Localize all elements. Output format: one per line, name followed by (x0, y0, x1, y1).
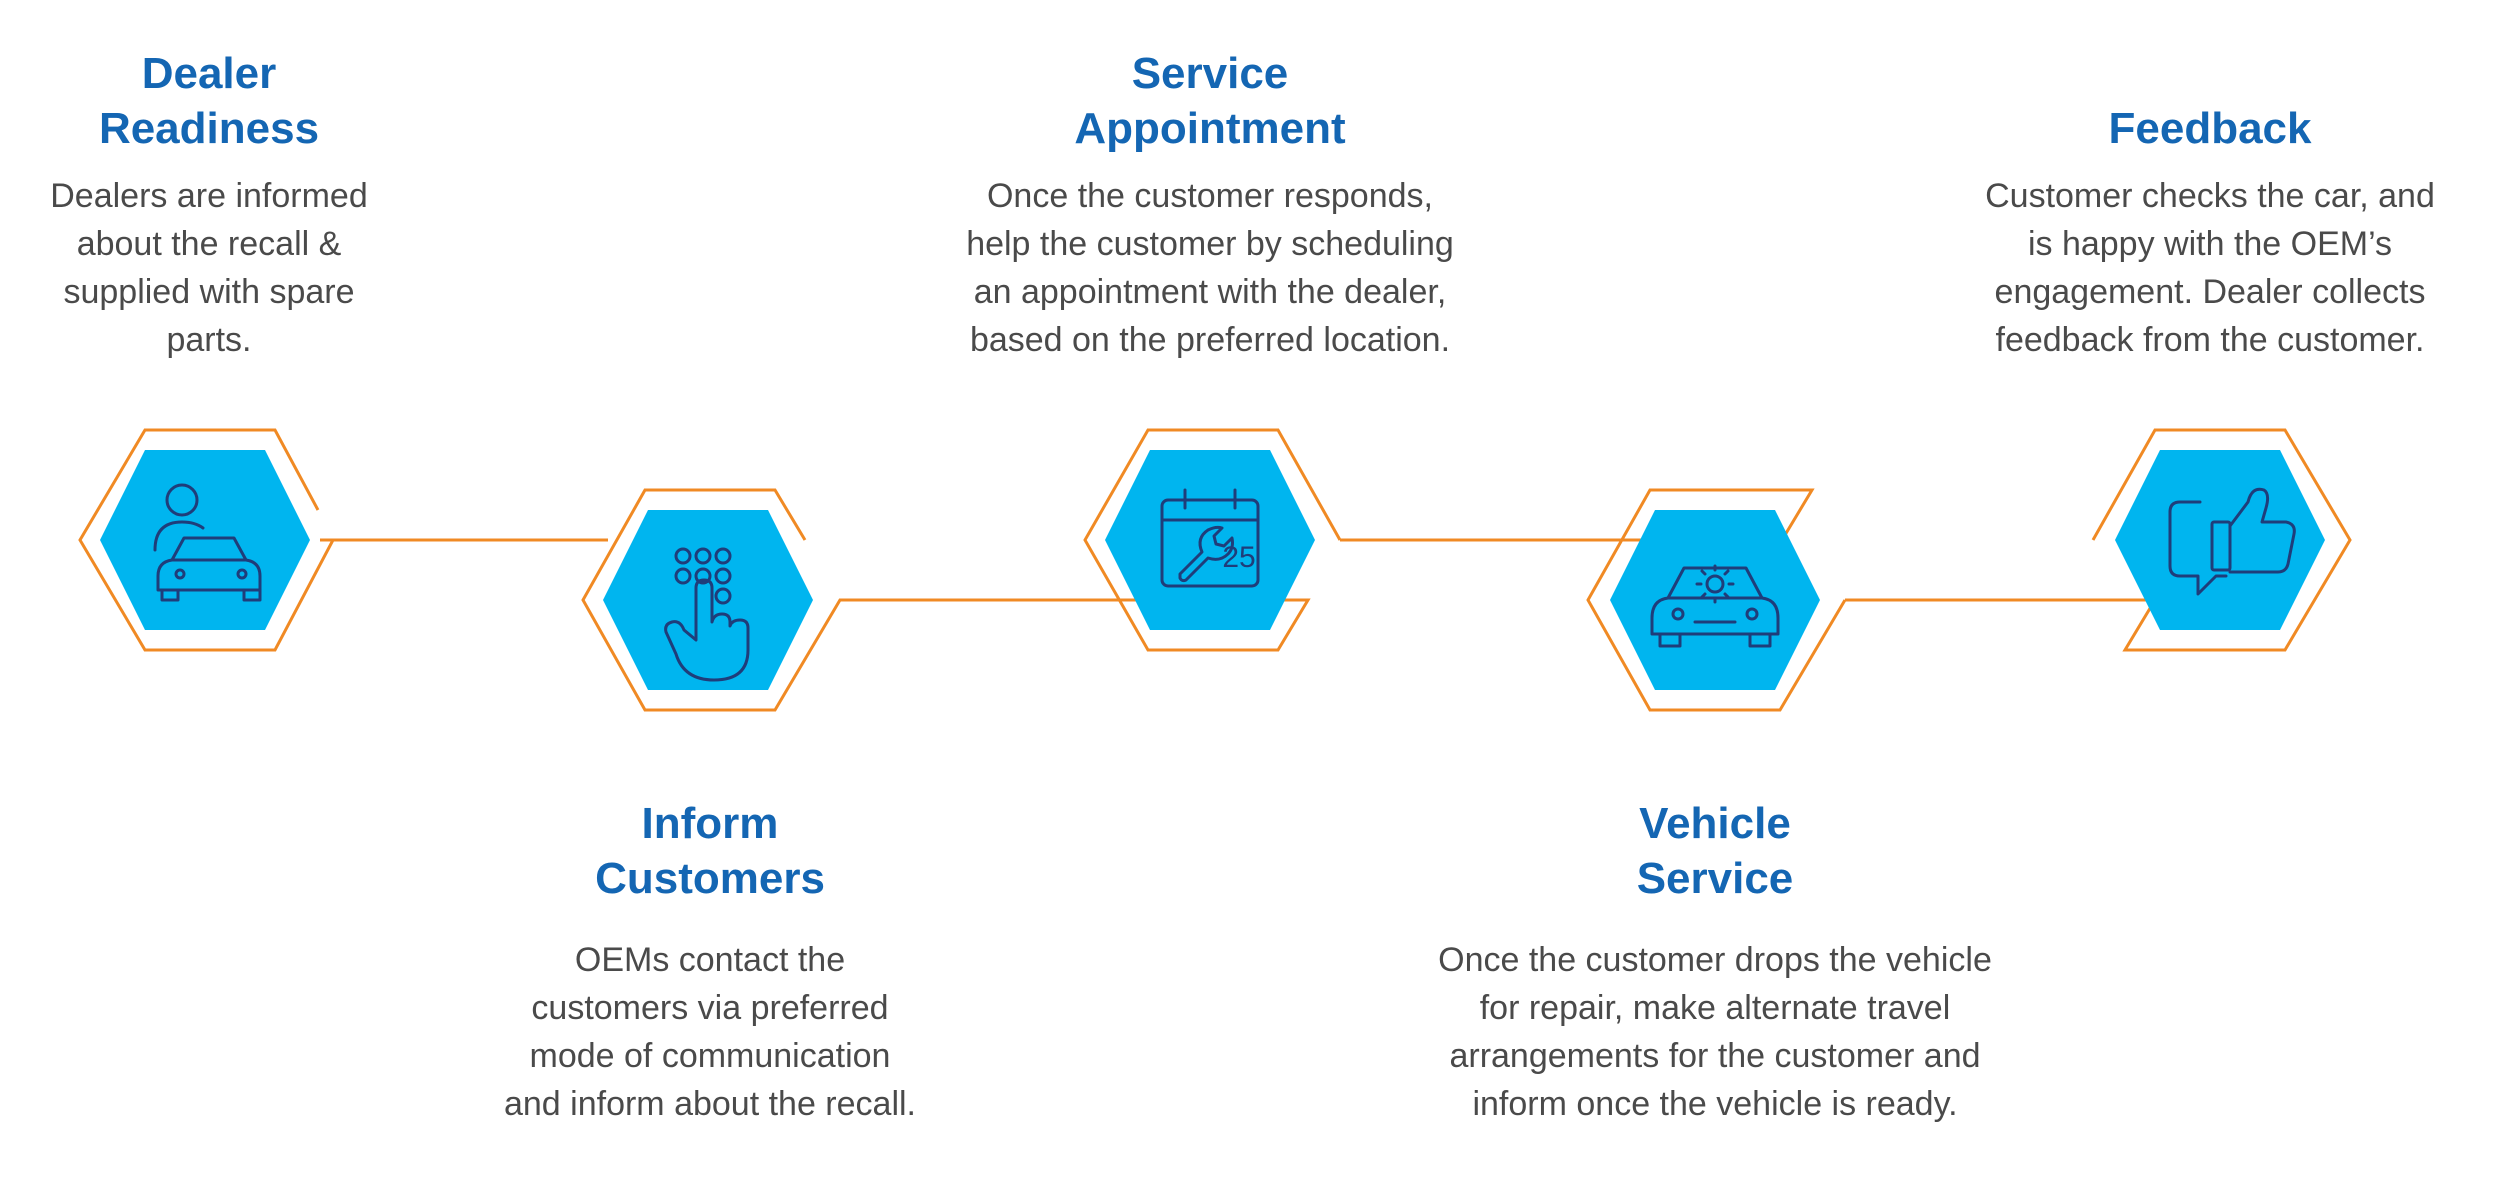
step-description: OEMs contact the customers via preferred… (420, 936, 1000, 1128)
calendar-wrench-icon (1160, 488, 1260, 588)
description-line: an appointment with the dealer, (973, 273, 1447, 311)
description-line: for repair, make alternate travel (1479, 989, 1951, 1027)
title-line: Service (1131, 49, 1289, 98)
step-feedback: Feedback Customer checks the car, and is… (1920, 101, 2500, 364)
car-service-icon (1650, 564, 1780, 648)
step-hexagon-vehicle-service (1586, 488, 1847, 712)
step-vehicle-service: Vehicle Service Once the customer drops … (1395, 796, 2035, 1128)
description-line: is happy with the OEM’s (2027, 225, 2393, 263)
title-line: Feedback (2108, 104, 2312, 153)
description-line: mode of communication (529, 1037, 891, 1075)
dealer-car-icon (153, 483, 262, 602)
title-line: Vehicle (1639, 799, 1791, 848)
step-hexagon-feedback (1845, 428, 2352, 652)
step-description: Dealers are informed about the recall & … (0, 172, 418, 364)
calendar-day-label: 25 (1222, 541, 1255, 574)
description-line: Once the customer drops the vehicle (1438, 941, 1992, 979)
description-line: Customer checks the car, and (1985, 177, 2435, 215)
description-line: arrangements for the customer and (1449, 1037, 1981, 1075)
keypad-hand-icon (664, 547, 750, 682)
description-line: OEMs contact the (574, 941, 846, 979)
description-line: engagement. Dealer collects (1994, 273, 2426, 311)
step-title: Feedback (1920, 101, 2500, 156)
description-line: Once the customer responds, (986, 177, 1433, 215)
step-title: Dealer Readiness (0, 46, 418, 156)
title-line: Appointment (1074, 104, 1346, 153)
description-line: parts. (166, 321, 252, 359)
step-description: Customer checks the car, and is happy wi… (1920, 172, 2500, 364)
step-hexagon-service-appointment: 25 (1083, 428, 1342, 652)
description-line: Dealers are informed (50, 177, 368, 215)
title-line: Customers (595, 854, 825, 903)
step-title: Inform Customers (420, 796, 1000, 906)
description-line: help the customer by scheduling (966, 225, 1454, 263)
step-description: Once the customer responds, help the cus… (910, 172, 1510, 364)
description-line: inform once the vehicle is ready. (1472, 1085, 1958, 1123)
step-title: Service Appointment (910, 46, 1510, 156)
description-line: and inform about the recall. (503, 1085, 917, 1123)
description-line: about the recall & (76, 225, 342, 263)
description-line: supplied with spare (63, 273, 355, 311)
step-hexagon-dealer-readiness (78, 428, 570, 652)
description-line: customers via preferred (531, 989, 889, 1027)
title-line: Readiness (98, 104, 320, 153)
step-service-appointment: Service Appointment Once the customer re… (910, 46, 1510, 364)
description-line: based on the preferred location. (969, 321, 1451, 359)
step-inform-customers: Inform Customers OEMs contact the custom… (420, 796, 1000, 1128)
step-hexagon-inform-customers (581, 488, 850, 712)
step-description: Once the customer drops the vehicle for … (1395, 936, 2035, 1128)
title-line: Dealer (141, 49, 277, 98)
title-line: Service (1636, 854, 1794, 903)
step-title: Vehicle Service (1395, 796, 2035, 906)
title-line: Inform (641, 799, 779, 848)
thumbs-up-chat-icon (2168, 487, 2296, 596)
description-line: feedback from the customer. (1995, 321, 2425, 359)
step-dealer-readiness: Dealer Readiness Dealers are informed ab… (0, 46, 418, 364)
